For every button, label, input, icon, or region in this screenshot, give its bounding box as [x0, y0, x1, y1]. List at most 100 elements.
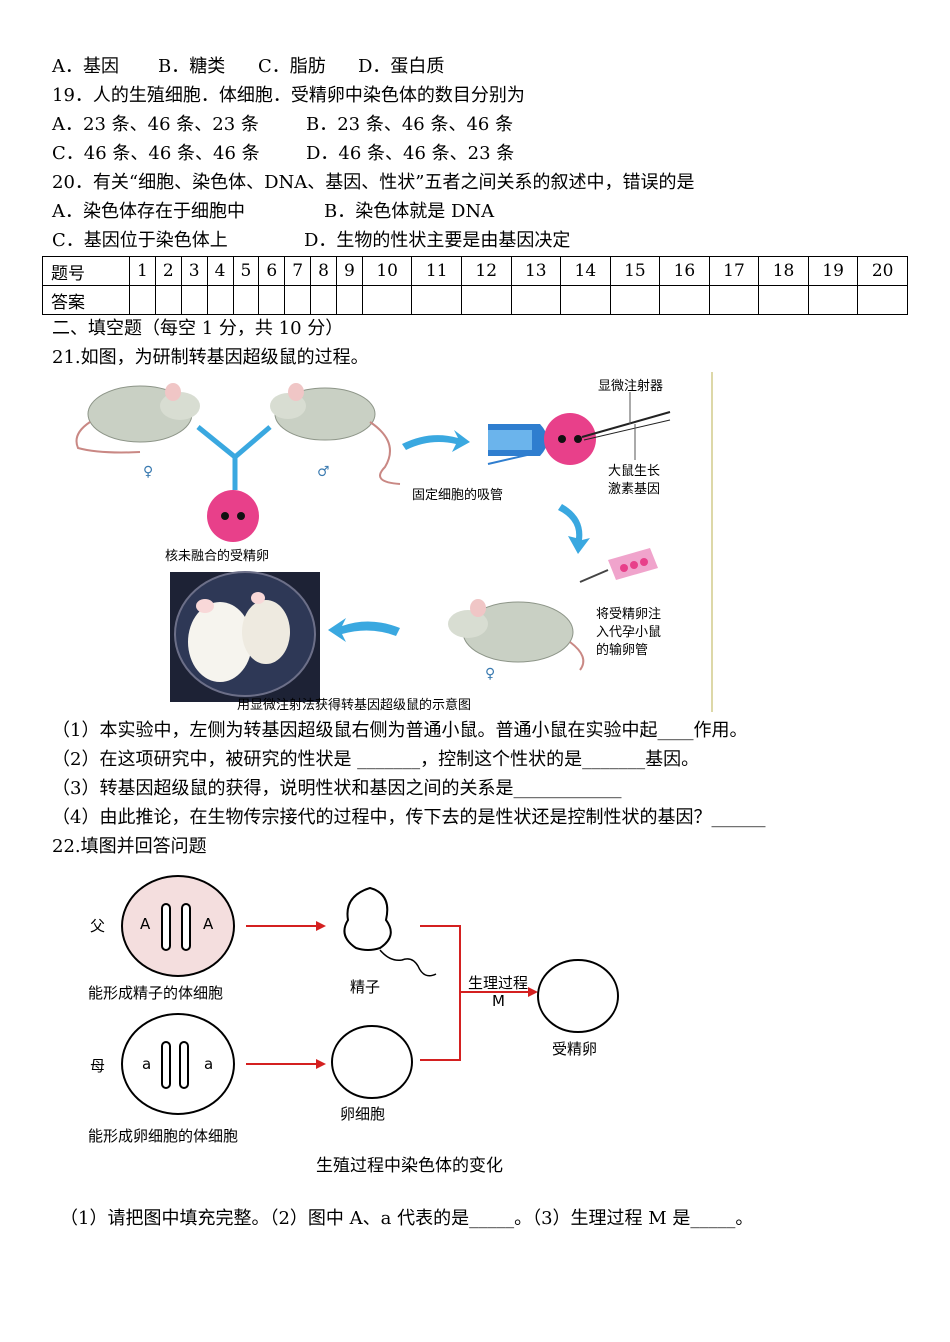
question-number: 12	[460, 256, 512, 286]
question-number: 14	[560, 256, 611, 286]
question-number: 16	[659, 256, 710, 286]
q19-stem: 19．人的生殖细胞．体细胞．受精卵中染色体的数目分别为	[52, 85, 525, 106]
question-number: 13	[510, 256, 562, 286]
q20-option-d: D．生物的性状主要是由基因决定	[304, 230, 571, 251]
egg-cell-circle	[331, 1025, 413, 1099]
q18-option-a: A．基因	[52, 56, 119, 77]
q20-option-a: A．染色体存在于细胞中	[52, 201, 245, 222]
male-mouse-image	[270, 383, 401, 485]
figure-caption: 用显微注射法获得转基因超级鼠的示意图	[237, 698, 472, 713]
microinjector-label: 显微注射器	[598, 379, 664, 394]
q22-stem: 22.填图并回答问题	[52, 836, 207, 857]
answer-cell[interactable]	[659, 285, 710, 315]
allele-A-left: A	[140, 915, 151, 933]
table-header-number: 题号	[42, 256, 130, 286]
question-number: 20	[857, 256, 908, 286]
answer-cell[interactable]	[258, 285, 286, 315]
mother-body-cell	[121, 1013, 235, 1115]
zygote-label: 受精卵	[552, 1040, 598, 1058]
allele-A-right: A	[203, 915, 214, 933]
answer-cell[interactable]	[361, 285, 413, 315]
answer-cell[interactable]	[708, 285, 760, 315]
answer-table: 题号 1 2 3 4 5 6 7 8 9 10 11 12 13 14 15 1…	[42, 256, 908, 315]
inject-label-line1: 将受精卵注	[596, 607, 662, 622]
arrow-right-icon	[402, 430, 470, 452]
q20-stem: 20．有关“细胞、染色体、DNA、基因、性状”五者之间关系的叙述中，错误的是	[52, 172, 695, 193]
answer-cell[interactable]	[310, 285, 337, 315]
answer-cell[interactable]	[758, 285, 809, 315]
zygote-circle	[537, 959, 619, 1033]
question-number: 5	[232, 256, 260, 286]
question-number: 2	[154, 256, 182, 286]
q18-option-b: B．糖类	[158, 56, 226, 77]
q19-option-c: C．46 条、46 条、46 条	[52, 143, 260, 164]
microinjector-needle-icon	[581, 392, 671, 460]
q20-option-c: C．基因位于染色体上	[52, 230, 228, 251]
sperm-label: 精子	[350, 978, 381, 996]
answer-table-answer-row: 答案	[42, 285, 908, 315]
question-number: 7	[284, 256, 312, 286]
answer-cell[interactable]	[510, 285, 562, 315]
answer-cell[interactable]	[129, 285, 156, 315]
inject-label-line3: 的输卵管	[596, 643, 649, 658]
answer-cell[interactable]	[560, 285, 611, 315]
question-number: 19	[807, 256, 859, 286]
merge-arrow-icon	[420, 925, 538, 1061]
question-number: 4	[206, 256, 234, 286]
injected-cell-image	[544, 413, 596, 465]
table-header-answer: 答案	[42, 285, 130, 315]
q21-sub1: （1）本实验中，左侧为转基因超级鼠右侧为普通小鼠。普通小鼠在实验中起____作用…	[52, 720, 748, 741]
male-symbol: ♂	[317, 464, 330, 480]
answer-cell[interactable]	[232, 285, 260, 315]
answer-cell[interactable]	[609, 285, 661, 315]
pipette-label: 固定细胞的吸管	[412, 488, 504, 503]
mother-arrow-icon	[246, 1059, 326, 1069]
answer-cell[interactable]	[336, 285, 363, 315]
zygote-label: 核未融合的受精卵	[165, 549, 270, 564]
q21-sub3: （3）转基因超级鼠的获得，说明性状和基因之间的关系是____________	[52, 778, 622, 799]
gene-label-line1: 大鼠生长	[608, 464, 661, 479]
q22-questions: （1）请把图中填充完整。（2）图中 A、a 代表的是_____。（3）生理过程 …	[60, 1208, 754, 1229]
question-number: 1	[129, 256, 156, 286]
answer-cell[interactable]	[807, 285, 859, 315]
egg-label: 卵细胞	[340, 1105, 386, 1123]
father-arrow-icon	[246, 921, 326, 931]
question-number: 10	[361, 256, 413, 286]
transgenic-mouse-figure: ♀ ♂ ♀	[75, 372, 713, 712]
question-number: 3	[180, 256, 208, 286]
answer-cell[interactable]	[180, 285, 208, 315]
question-number: 11	[411, 256, 462, 286]
q19-option-a: A．23 条、46 条、23 条	[52, 114, 259, 135]
q20-option-b: B．染色体就是 DNA	[324, 201, 495, 222]
q21-stem: 21.如图，为研制转基因超级鼠的过程。	[52, 347, 369, 368]
answer-cell[interactable]	[857, 285, 908, 315]
answer-cell[interactable]	[154, 285, 182, 315]
gene-label-line2: 激素基因	[608, 482, 661, 497]
answer-cell[interactable]	[206, 285, 234, 315]
reproduction-chromosome-figure	[121, 875, 619, 1115]
zygote-cell-image	[207, 490, 259, 542]
q21-sub4: （4）由此推论，在生物传宗接代的过程中，传下去的是性状还是控制性状的基因？___…	[52, 807, 766, 828]
question-number: 17	[708, 256, 760, 286]
answer-cell[interactable]	[284, 285, 312, 315]
arrow-down-icon	[558, 504, 590, 554]
question-number: 6	[258, 256, 286, 286]
answer-cell[interactable]	[411, 285, 462, 315]
allele-a-left: a	[142, 1055, 152, 1073]
process-letter: M	[492, 992, 505, 1010]
holding-pipette-image	[487, 424, 548, 465]
female-mouse-image	[75, 383, 200, 454]
q18-option-c: C．脂肪	[258, 56, 326, 77]
inject-label-line2: 入代孕小鼠	[596, 625, 662, 640]
section-2-heading: 二、填空题（每空 1 分，共 10 分）	[52, 318, 344, 339]
question-number: 18	[758, 256, 809, 286]
answer-cell[interactable]	[460, 285, 512, 315]
mother-label: 母	[90, 1057, 106, 1075]
figure2-caption: 生殖过程中染色体的变化	[316, 1156, 503, 1176]
question-number: 15	[609, 256, 661, 286]
surrogate-mouse-image	[448, 599, 585, 671]
process-label: 生理过程	[468, 974, 529, 992]
answer-table-number-row: 题号 1 2 3 4 5 6 7 8 9 10 11 12 13 14 15 1…	[42, 256, 908, 286]
sperm-image	[343, 886, 437, 977]
surrogate-female-symbol: ♀	[485, 666, 495, 682]
